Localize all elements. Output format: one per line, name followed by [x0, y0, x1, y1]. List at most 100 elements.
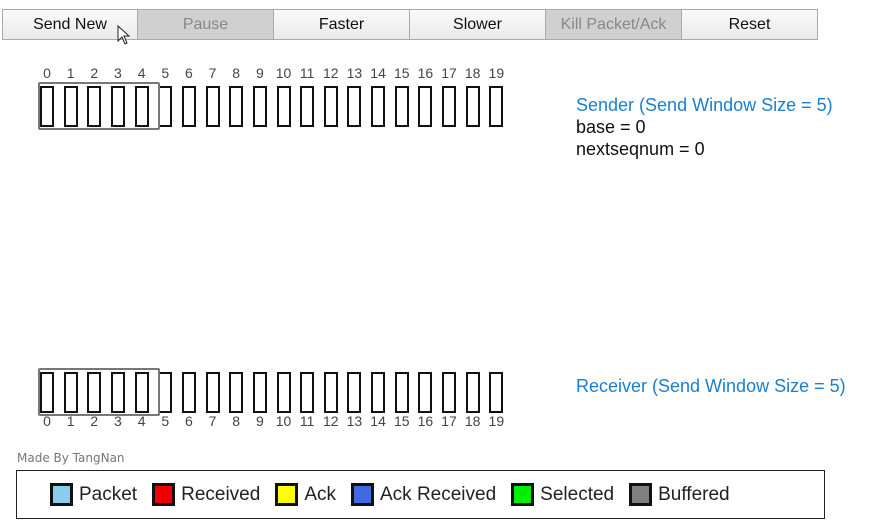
receiver-slot[interactable] [252, 372, 267, 413]
credit-text: Made By TangNan [17, 451, 125, 465]
sender-seq-number: 13 [346, 65, 363, 81]
legend-label: Ack Received [380, 483, 497, 505]
receiver-slot[interactable] [300, 372, 315, 413]
receiver-slot[interactable] [371, 372, 386, 413]
sender-slot[interactable] [465, 86, 480, 127]
receiver-slot[interactable] [394, 372, 409, 413]
legend-item: Ack Received [351, 483, 496, 506]
reset-button[interactable]: Reset [682, 9, 818, 40]
sender-seq-number: 19 [488, 65, 505, 81]
sender-slot[interactable] [134, 86, 149, 127]
sender-slot[interactable] [442, 86, 457, 127]
sender-slot[interactable] [205, 86, 220, 127]
legend-item: Packet [50, 483, 137, 506]
receiver-title: Receiver (Send Window Size = 5) [576, 376, 846, 396]
receiver-seq-number: 3 [114, 413, 122, 429]
legend-swatch-icon [152, 483, 176, 506]
legend-label: Selected [540, 483, 615, 505]
receiver-slot[interactable] [158, 372, 173, 413]
legend-label: Buffered [658, 483, 730, 505]
send-new-button[interactable]: Send New [2, 9, 138, 40]
sender-slot[interactable] [371, 86, 386, 127]
receiver-slot[interactable] [181, 372, 196, 413]
sender-slot[interactable] [394, 86, 409, 127]
receiver-slot[interactable] [465, 372, 480, 413]
legend-swatch-icon [351, 483, 374, 506]
sender-slot[interactable] [347, 86, 362, 127]
receiver-seq-number: 1 [66, 413, 75, 429]
slower-button[interactable]: Slower [410, 9, 546, 40]
sender-seq-number: 18 [464, 65, 481, 81]
sender-slot[interactable] [158, 86, 173, 127]
legend-item: Received [152, 483, 260, 506]
sender-slot[interactable] [87, 86, 102, 127]
receiver-window [38, 368, 161, 416]
sender-seq-number: 8 [232, 65, 241, 81]
sender-seq-number: 2 [90, 65, 99, 81]
receiver-slot[interactable] [134, 372, 149, 413]
receiver-seq-number: 12 [323, 413, 339, 429]
legend-item: Buffered [629, 483, 730, 506]
sender-slot[interactable] [110, 86, 125, 127]
sender-seq-number: 6 [184, 65, 193, 81]
legend-swatch-icon [50, 483, 73, 506]
sender-slot[interactable] [40, 86, 54, 127]
receiver-slot[interactable] [87, 372, 102, 413]
receiver-slot[interactable] [323, 372, 338, 413]
sender-slot[interactable] [252, 86, 267, 127]
receiver-slot[interactable] [442, 372, 457, 413]
receiver-slot[interactable] [40, 372, 54, 413]
legend-swatch-icon [629, 483, 653, 506]
pause-button[interactable]: Pause [138, 9, 274, 40]
receiver-seq-number: 5 [161, 413, 170, 429]
sender-slot[interactable] [489, 86, 504, 127]
sender-slot[interactable] [181, 86, 196, 127]
sender-seq-number: 12 [323, 65, 339, 81]
receiver-slot[interactable] [347, 372, 362, 413]
receiver-seq-number: 10 [275, 413, 292, 429]
sender-seq-number: 7 [208, 65, 217, 81]
receiver-slot[interactable] [489, 372, 504, 413]
sender-title: Sender (Send Window Size = 5) [576, 95, 833, 115]
mouse-cursor-icon [117, 25, 131, 45]
sender-slot[interactable] [63, 86, 78, 127]
receiver-seq-number: 8 [232, 413, 241, 429]
receiver-seq-number: 19 [488, 413, 505, 429]
receiver-seq-number: 18 [464, 413, 481, 429]
sender-base: base = 0 [576, 117, 646, 137]
legend-swatch-icon [511, 483, 535, 506]
receiver-seq-number: 0 [43, 413, 51, 429]
sender-window [38, 82, 161, 130]
receiver-seq-number: 2 [90, 413, 99, 429]
sender-seq-number: 17 [441, 65, 457, 81]
sender-nextseqnum: nextseqnum = 0 [576, 139, 705, 159]
receiver-seq-number: 9 [255, 413, 264, 429]
sender-seq-number: 16 [417, 65, 434, 81]
kill-packet-ack-button[interactable]: Kill Packet/Ack [546, 9, 682, 40]
receiver-seq-number: 16 [417, 413, 434, 429]
toolbar: Send New Pause Faster Slower Kill Packet… [2, 9, 818, 40]
sender-slot[interactable] [229, 86, 244, 127]
receiver-seq-number: 7 [208, 413, 217, 429]
receiver-info: Receiver (Send Window Size = 5) [576, 375, 846, 397]
receiver-slot[interactable] [205, 372, 220, 413]
receiver-slot[interactable] [229, 372, 244, 413]
receiver-seq-number: 17 [441, 413, 457, 429]
receiver-slot[interactable] [63, 372, 78, 413]
sender-slot[interactable] [276, 86, 291, 127]
sender-slot[interactable] [418, 86, 433, 127]
legend-label: Received [181, 483, 261, 505]
sender-seq-number: 3 [114, 65, 122, 81]
sender-seq-number: 10 [275, 65, 292, 81]
receiver-seq-number: 11 [299, 413, 315, 429]
receiver-slot[interactable] [276, 372, 291, 413]
sender-slot[interactable] [300, 86, 315, 127]
sender-slot[interactable] [323, 86, 338, 127]
sender-seq-number: 15 [393, 65, 410, 81]
receiver-slot[interactable] [418, 372, 433, 413]
receiver-slot[interactable] [110, 372, 125, 413]
sender-seq-number: 14 [370, 65, 386, 81]
faster-button[interactable]: Faster [274, 9, 410, 40]
sender-seq-number: 0 [43, 65, 51, 81]
